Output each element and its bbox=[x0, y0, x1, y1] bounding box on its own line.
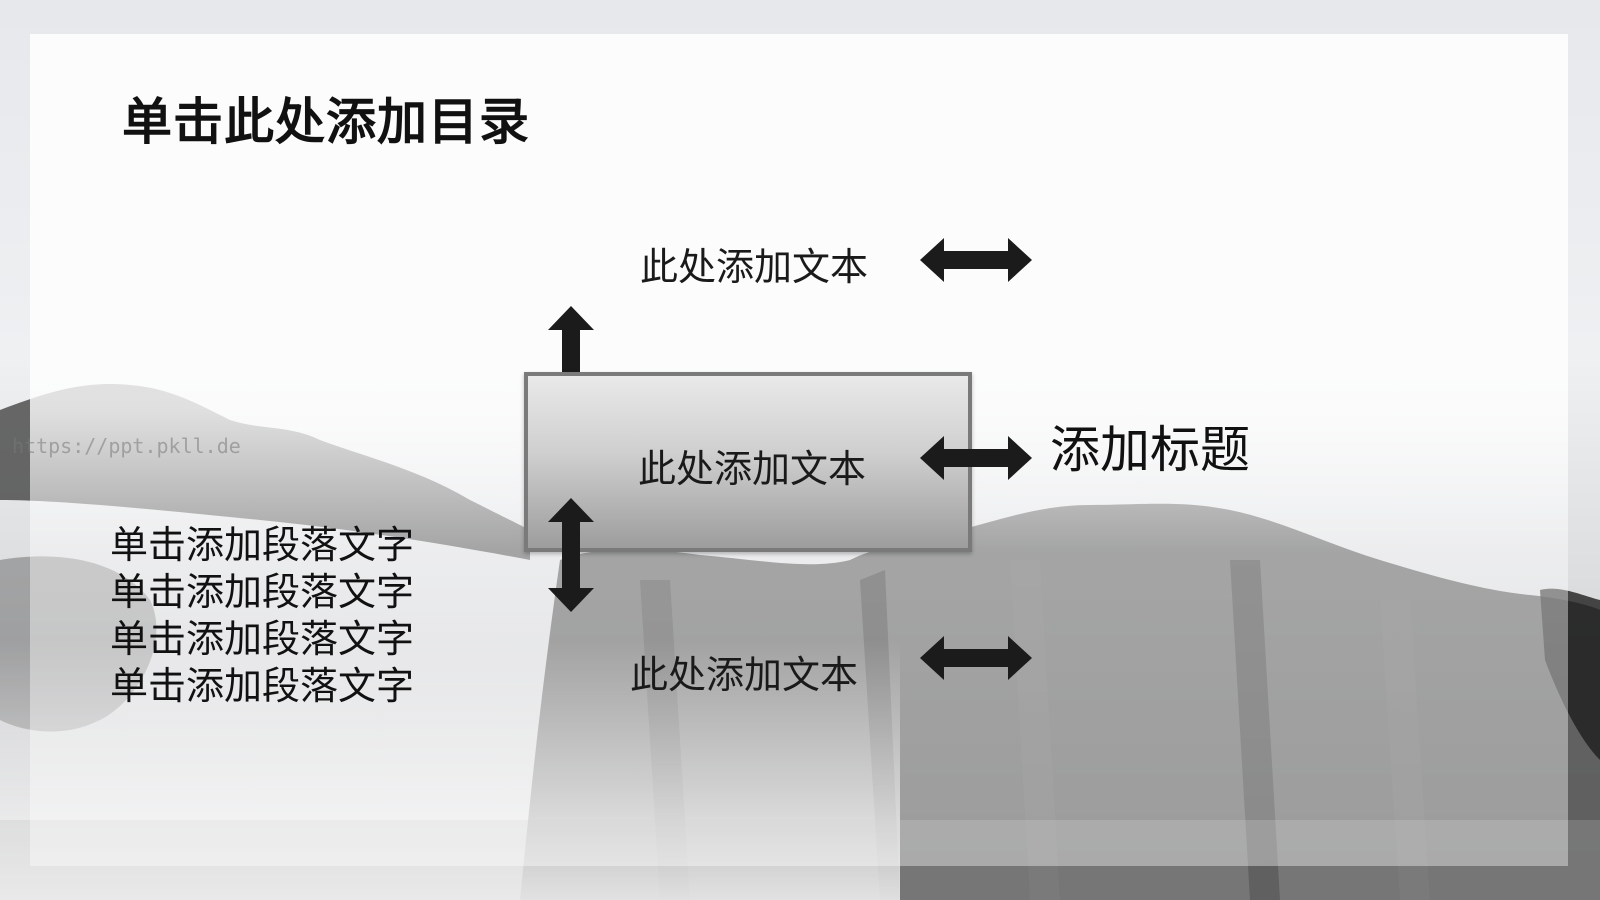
text-label-bottom[interactable]: 此处添加文本 bbox=[630, 653, 859, 697]
paragraph-line: 单击添加段落文字 bbox=[110, 523, 415, 567]
page-title[interactable]: 单击此处添加目录 bbox=[122, 93, 530, 151]
section-heading[interactable]: 添加标题 bbox=[1050, 421, 1250, 479]
paragraph-line: 单击添加段落文字 bbox=[110, 617, 415, 661]
double-arrow-vertical-icon bbox=[548, 498, 594, 612]
text-label-top[interactable]: 此处添加文本 bbox=[640, 245, 869, 289]
double-arrow-horizontal-icon bbox=[920, 636, 1032, 680]
paragraph-line: 单击添加段落文字 bbox=[110, 570, 415, 614]
text-label-center[interactable]: 此处添加文本 bbox=[638, 447, 867, 491]
double-arrow-vertical-icon bbox=[548, 306, 594, 420]
watermark-text: https://ppt.pkll.de bbox=[12, 434, 241, 458]
center-box[interactable]: 此处添加文本 bbox=[524, 372, 972, 552]
paragraph-line: 单击添加段落文字 bbox=[110, 664, 415, 708]
paragraph-block[interactable]: 单击添加段落文字 单击添加段落文字 单击添加段落文字 单击添加段落文字 bbox=[110, 522, 450, 710]
double-arrow-horizontal-icon bbox=[920, 238, 1032, 282]
double-arrow-horizontal-icon bbox=[920, 436, 1032, 480]
